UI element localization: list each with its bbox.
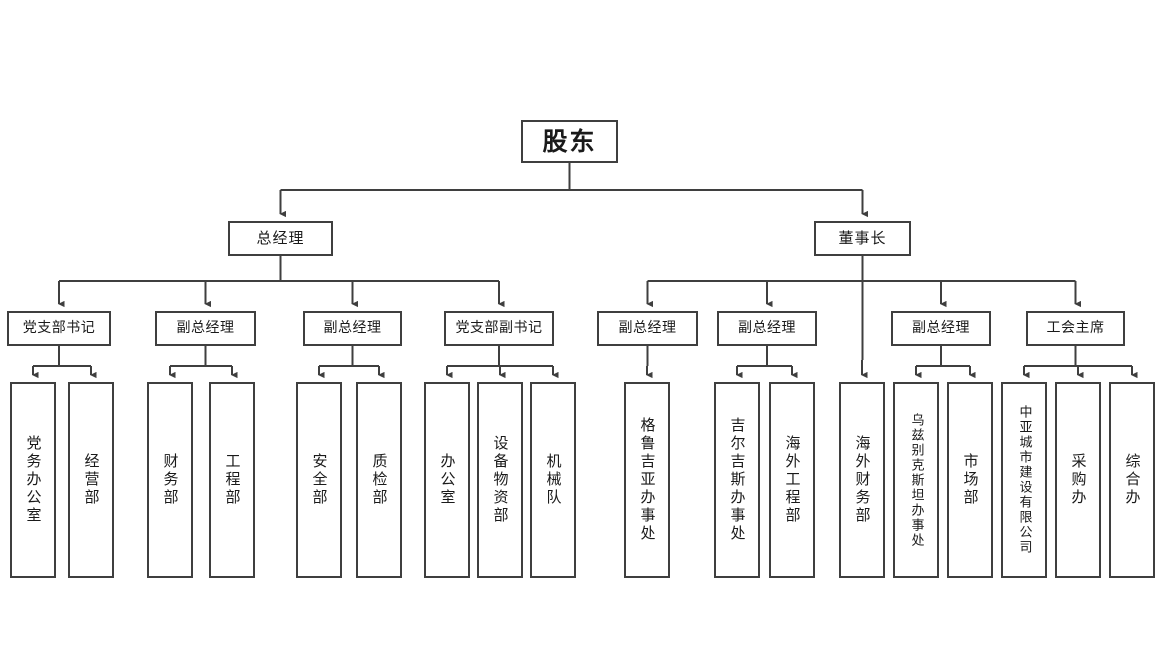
node-label: 副总经理 [618,319,677,336]
org-node-f02[interactable]: 经营部 [68,382,114,578]
org-node-f08[interactable]: 设备物资部 [477,382,523,578]
org-node-l3d[interactable]: 党支部副书记 [444,311,554,346]
node-label: 海外工程部 [783,435,802,525]
org-node-f17[interactable]: 采购办 [1055,382,1101,578]
node-label: 党务办公室 [24,435,43,525]
org-node-f15[interactable]: 市场部 [947,382,993,578]
org-node-root-root[interactable]: 股东 [521,120,618,163]
org-node-f06[interactable]: 质检部 [356,382,402,578]
node-label: 机械队 [544,453,563,507]
node-label: 乌兹别克斯坦办事处 [908,412,924,548]
node-label: 股东 [542,126,597,156]
node-label: 副总经理 [738,319,796,336]
org-node-l3a[interactable]: 党支部书记 [7,311,111,346]
org-node-l3h[interactable]: 工会主席 [1026,311,1125,346]
node-label: 工会主席 [1046,319,1105,336]
node-label: 格鲁吉亚办事处 [638,417,657,543]
node-label: 吉尔吉斯办事处 [728,417,747,543]
node-label: 副总经理 [912,319,970,336]
node-label: 综合办 [1123,453,1142,507]
org-node-f03[interactable]: 财务部 [147,382,193,578]
node-label: 工程部 [223,453,242,507]
node-label: 党支部副书记 [455,319,543,336]
node-label: 副总经理 [176,319,235,336]
org-node-f05[interactable]: 安全部 [296,382,342,578]
node-label: 海外财务部 [853,435,872,525]
node-label: 办公室 [438,453,457,507]
org-node-f04[interactable]: 工程部 [209,382,255,578]
org-node-f01[interactable]: 党务办公室 [10,382,56,578]
org-node-f09[interactable]: 机械队 [530,382,576,578]
node-label: 市场部 [961,453,980,507]
node-label: 总经理 [256,229,305,248]
org-node-l3b[interactable]: 副总经理 [155,311,256,346]
org-node-l3e[interactable]: 副总经理 [597,311,698,346]
org-node-f13[interactable]: 海外财务部 [839,382,885,578]
org-node-l3g[interactable]: 副总经理 [891,311,991,346]
node-label: 设备物资部 [491,435,510,525]
org-node-f11[interactable]: 吉尔吉斯办事处 [714,382,760,578]
org-node-f12[interactable]: 海外工程部 [769,382,815,578]
org-node-f07[interactable]: 办公室 [424,382,470,578]
org-node-f16[interactable]: 中亚城市建设有限公司 [1001,382,1047,578]
org-node-f14[interactable]: 乌兹别克斯坦办事处 [893,382,939,578]
node-label: 中亚城市建设有限公司 [1016,405,1032,555]
org-node-chairman[interactable]: 董事长 [814,221,911,256]
org-node-gm[interactable]: 总经理 [228,221,333,256]
node-label: 副总经理 [323,319,382,336]
node-label: 财务部 [161,453,180,507]
node-label: 安全部 [310,453,329,507]
node-label: 经营部 [82,453,101,507]
node-label: 质检部 [370,453,389,507]
org-node-l3c[interactable]: 副总经理 [303,311,402,346]
org-node-l3f[interactable]: 副总经理 [717,311,817,346]
node-label: 采购办 [1069,453,1088,507]
org-node-f18[interactable]: 综合办 [1109,382,1155,578]
org-node-f10[interactable]: 格鲁吉亚办事处 [624,382,670,578]
node-label: 董事长 [838,229,887,248]
node-label: 党支部书记 [22,319,96,336]
